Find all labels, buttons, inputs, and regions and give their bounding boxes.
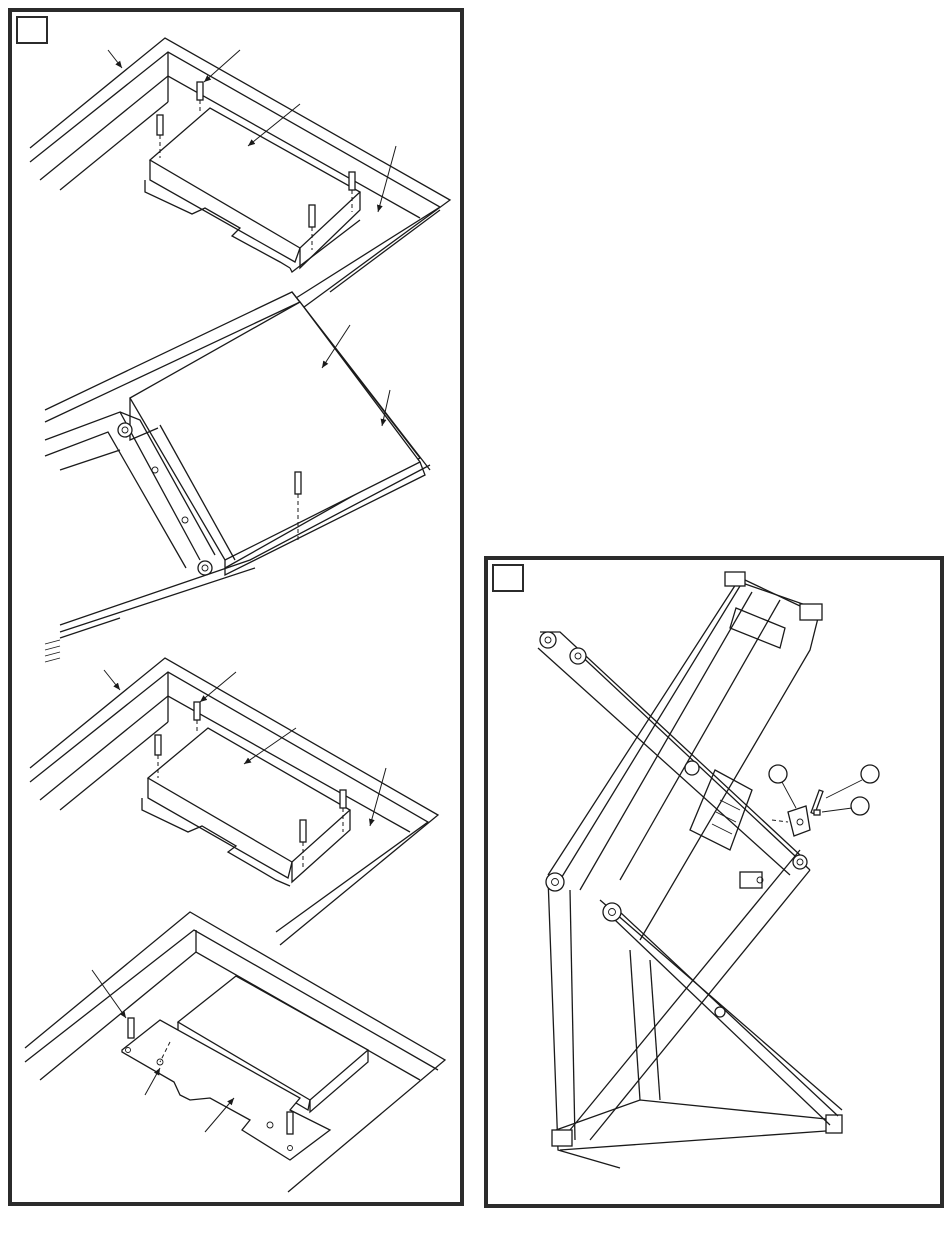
scissor-lift-figure xyxy=(538,572,842,1168)
clip-part xyxy=(814,810,820,815)
lock-bracket-part xyxy=(788,806,810,836)
anchor-bolt xyxy=(287,1112,293,1134)
pit-cover-figure-middle xyxy=(30,658,438,945)
anchor-bolt xyxy=(309,205,315,250)
callout-3 xyxy=(822,797,869,815)
callout-1 xyxy=(769,765,796,808)
anchor-bolt xyxy=(197,82,203,112)
callout-2 xyxy=(826,765,879,798)
anchor-bolt xyxy=(194,702,200,732)
anchor-bolt xyxy=(128,1018,134,1038)
pit-cover-figure-top xyxy=(30,38,450,310)
plate-on-frame-figure xyxy=(45,292,430,662)
pit-cover-figure-bottom xyxy=(25,912,445,1192)
